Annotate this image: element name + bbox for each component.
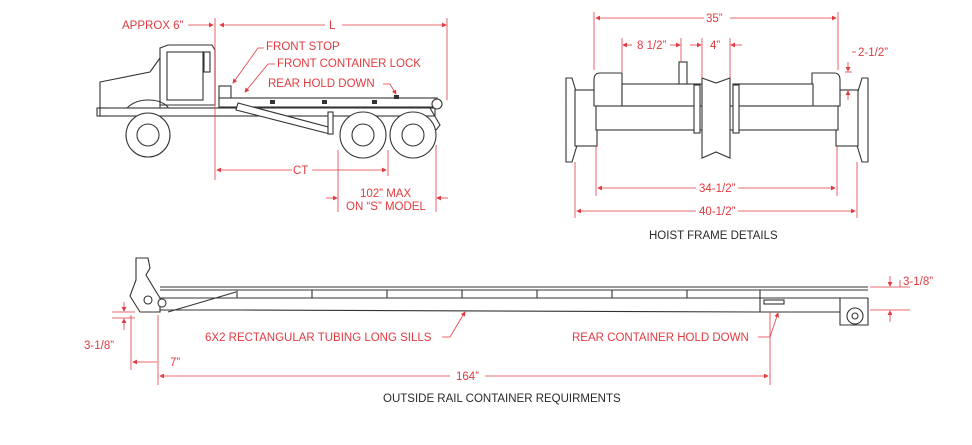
length-label: L [329,20,336,32]
rear-container-hold-down-label: REAR CONTAINER HOLD DOWN [572,332,749,344]
container-7-label: 7” [170,357,180,369]
hoist-8-half-label: 8 1/2” [637,40,667,52]
rear-hold-down-label: REAR HOLD DOWN [268,78,375,90]
s-model-label: ON “S” MODEL [346,201,426,213]
hoist-34-half-label: 34-1/2” [699,183,736,195]
container-164-label: 164” [456,371,479,383]
hoist-35-label: 35” [706,13,723,25]
hoist-frame-title: HOIST FRAME DETAILS [649,230,778,242]
front-container-lock-label: FRONT CONTAINER LOCK [277,58,421,70]
hoist-2-half-label: 2-1/2” [858,47,888,59]
container-title: OUTSIDE RAIL CONTAINER REQUIRMENTS [383,393,621,405]
approx-6-label: APPROX 6” [122,20,184,32]
hoist-4-label: 4” [710,40,720,52]
hoist-40-half-label: 40-1/2” [699,206,736,218]
container-dimensions [112,276,910,385]
truck-side-view [96,44,443,159]
long-sills-label: 6X2 RECTANGULAR TUBING LONG SILLS [205,332,432,344]
container-side-view [129,257,869,326]
container-left-3-1-8-label: 3-1/8” [84,340,114,352]
hoist-frame-view [565,61,869,163]
front-stop-label: FRONT STOP [266,41,340,53]
container-right-3-1-8-label: 3-1/8” [903,276,933,288]
hoist-dimensions [574,12,858,218]
truck-dimensions [188,18,448,212]
ct-label: CT [293,165,308,177]
max-102-label: 102” MAX [360,188,411,200]
